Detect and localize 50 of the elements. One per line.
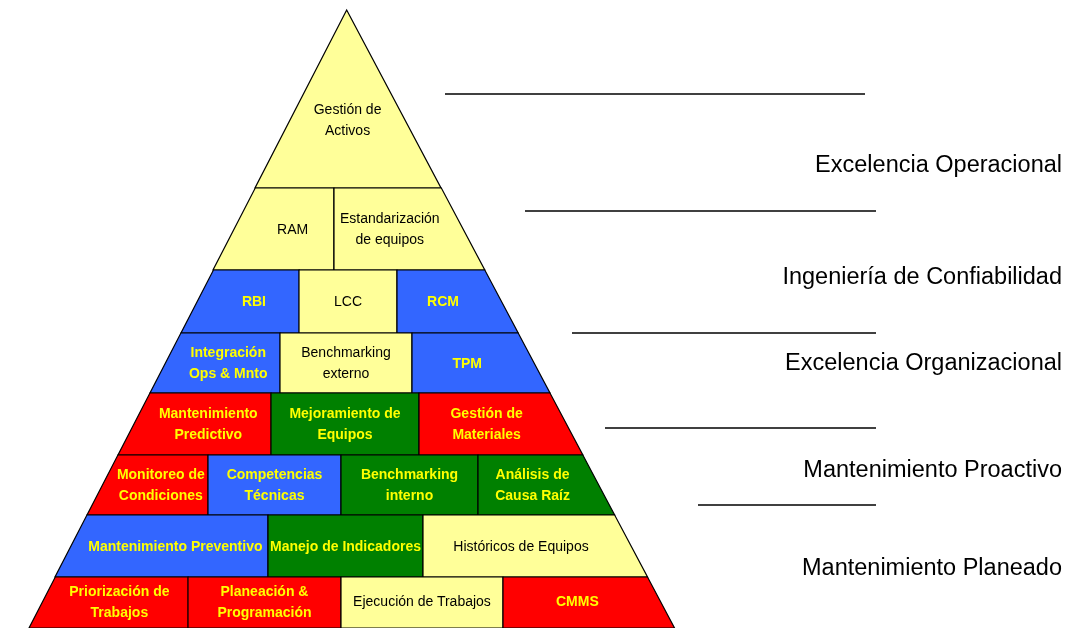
block-label: Mantenimiento Preventivo	[88, 536, 263, 556]
pyramid-block	[419, 393, 583, 455]
pyramid-block	[117, 393, 271, 455]
pyramid-block	[149, 333, 280, 393]
block-label: TPM	[452, 353, 482, 373]
block-label: Manejo de Indicadores	[270, 536, 421, 556]
pyramid-block	[334, 188, 485, 270]
level-label: Excelencia Organizacional	[785, 349, 1062, 376]
block-label: Benchmarking interno	[359, 465, 460, 505]
pyramid-block	[213, 188, 334, 270]
pyramid-block	[86, 455, 208, 515]
level-label: Mantenimiento Proactivo	[803, 456, 1062, 483]
pyramid-block	[503, 577, 675, 628]
block-label: Históricos de Equipos	[453, 536, 589, 556]
block-label: Ejecución de Trabajos	[353, 592, 491, 611]
pyramid-block	[341, 455, 478, 515]
block-label: Estandarización de equipos	[339, 209, 441, 249]
pyramid-block	[188, 577, 341, 628]
block-label: RCM	[427, 292, 459, 311]
pyramid-block	[180, 270, 299, 333]
block-label: Integración Ops & Mnto	[187, 343, 269, 383]
level-label: Mantenimiento Planeado	[802, 554, 1062, 581]
level-label: Ingeniería de Confiabilidad	[782, 263, 1062, 290]
block-label: Planeación & Programación	[216, 581, 313, 622]
block-label: Análisis de Causa Raíz	[494, 465, 571, 505]
pyramid-block	[412, 333, 550, 393]
block-label: LCC	[334, 292, 362, 311]
block-label: RBI	[241, 292, 266, 311]
pyramid-block	[271, 393, 419, 455]
pyramid-block	[55, 515, 268, 577]
pyramid-block	[478, 455, 615, 515]
pyramid-block	[341, 577, 503, 628]
block-label: RAM	[277, 219, 309, 239]
block-label: Gestión de Materiales	[449, 404, 524, 444]
block-label: Priorización de Trabajos	[68, 581, 171, 622]
pyramid-block	[423, 515, 648, 577]
block-label: Monitoreo de Condiciones	[115, 465, 206, 505]
pyramid-block	[268, 515, 423, 577]
block-label: Gestión de Activos	[312, 100, 383, 140]
pyramid-block	[299, 270, 397, 333]
block-label: Competencias Técnicas	[225, 465, 324, 505]
block-label: CMMS	[556, 592, 599, 611]
pyramid-block	[28, 577, 188, 628]
block-label: Mantenimiento Predictivo	[157, 404, 259, 444]
pyramid-block	[280, 333, 412, 393]
block-label: Mejoramiento de Equipos	[288, 404, 402, 444]
pyramid-block	[208, 455, 341, 515]
level-label: Excelencia Operacional	[815, 151, 1062, 178]
pyramid-block	[397, 270, 519, 333]
block-label: Benchmarking externo	[300, 343, 392, 383]
